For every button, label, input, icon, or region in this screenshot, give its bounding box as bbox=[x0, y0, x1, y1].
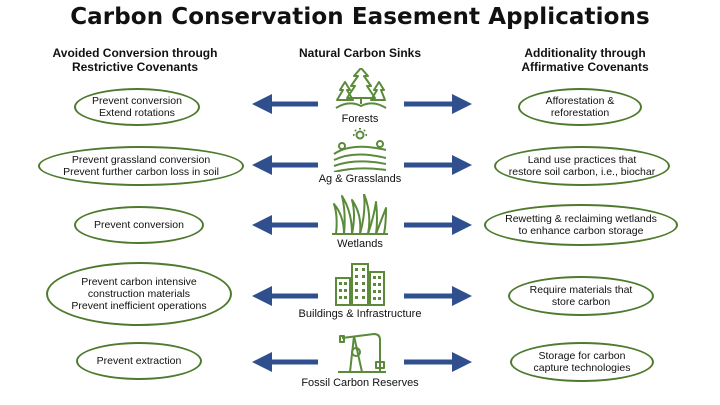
ellipse-text: Land use practices that bbox=[527, 154, 637, 166]
ellipse-text: construction materials bbox=[87, 288, 191, 300]
right-ellipse-fossil: Storage for carbon capture technologies bbox=[510, 342, 654, 382]
forest-icon bbox=[335, 68, 387, 109]
ellipse-text: restore soil carbon, i.e., biochar bbox=[508, 166, 656, 178]
ellipse-text: Storage for carbon bbox=[538, 350, 626, 362]
right-ellipse-wetlands: Rewetting & reclaiming wetlands to enhan… bbox=[484, 204, 678, 246]
right-ellipse-forests: Afforestation & reforestation bbox=[518, 88, 642, 126]
sink-label-fossil: Fossil Carbon Reserves bbox=[301, 377, 419, 389]
center-column-header: Natural Carbon Sinks bbox=[298, 46, 422, 60]
ellipse-text: Afforestation & bbox=[545, 95, 615, 107]
sink-label-ag-grasslands: Ag & Grasslands bbox=[318, 173, 402, 185]
right-ellipse-ag-grasslands: Land use practices that restore soil car… bbox=[494, 146, 670, 186]
left-ellipse-ag-grasslands: Prevent grassland conversion Prevent fur… bbox=[38, 146, 244, 186]
left-ellipse-forests: Prevent conversion Extend rotations bbox=[74, 88, 200, 126]
ellipse-text: Rewetting & reclaiming wetlands bbox=[505, 213, 657, 225]
sink-label-forests: Forests bbox=[341, 113, 379, 125]
ellipse-text: Prevent conversion bbox=[92, 95, 182, 107]
ellipse-text: Prevent further carbon loss in soil bbox=[63, 166, 219, 178]
ellipse-text: to enhance carbon storage bbox=[518, 225, 644, 237]
left-column-header-line: Restrictive Covenants bbox=[71, 60, 199, 74]
left-ellipse-wetlands: Prevent conversion bbox=[74, 206, 204, 244]
ellipse-text: store carbon bbox=[551, 296, 611, 308]
diagram-title: Carbon Conservation Easement Application… bbox=[70, 4, 650, 30]
ellipse-text: Require materials that bbox=[529, 284, 633, 296]
left-ellipse-fossil: Prevent extraction bbox=[76, 342, 202, 380]
wetland-grass-icon bbox=[332, 194, 388, 235]
farmland-icon bbox=[333, 128, 387, 172]
left-column-header-line: Avoided Conversion through bbox=[52, 46, 218, 60]
left-column-header: Avoided Conversion through Restrictive C… bbox=[30, 46, 240, 74]
right-ellipse-buildings: Require materials that store carbon bbox=[508, 276, 654, 316]
sink-label-wetlands: Wetlands bbox=[337, 238, 383, 250]
ellipse-text: Extend rotations bbox=[99, 107, 175, 119]
ellipse-text: Prevent inefficient operations bbox=[71, 300, 207, 312]
ellipse-text: Prevent conversion bbox=[94, 219, 184, 231]
buildings-icon bbox=[335, 263, 385, 306]
oil-pump-icon bbox=[338, 333, 386, 373]
ellipse-text: Prevent grassland conversion bbox=[71, 154, 211, 166]
right-column-header-line: Additionality through bbox=[524, 46, 646, 60]
ellipse-text: capture technologies bbox=[533, 362, 631, 374]
sink-label-buildings: Buildings & Infrastructure bbox=[298, 308, 422, 320]
ellipse-text: reforestation bbox=[550, 107, 610, 119]
right-column-header: Additionality through Affirmative Covena… bbox=[480, 46, 690, 74]
ellipse-text: Prevent carbon intensive bbox=[81, 276, 197, 288]
right-column-header-line: Affirmative Covenants bbox=[521, 60, 649, 74]
left-ellipse-buildings: Prevent carbon intensive construction ma… bbox=[46, 262, 232, 326]
ellipse-text: Prevent extraction bbox=[96, 355, 182, 367]
